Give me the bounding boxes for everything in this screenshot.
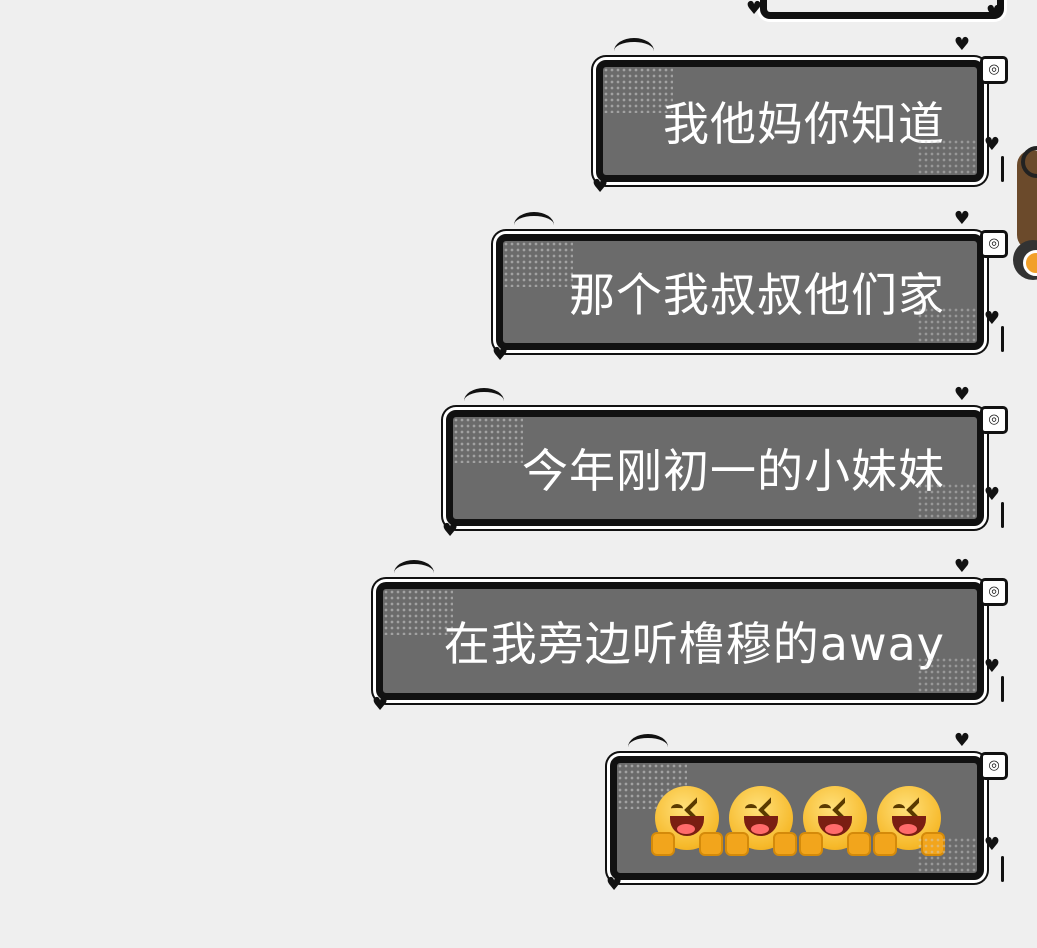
heart-icon: ♥ — [372, 694, 389, 715]
message-text: 我他妈你知道 — [663, 97, 945, 151]
bubble-body: 我他妈你知道 — [596, 60, 984, 182]
reaction-badge-icon[interactable]: ◎ — [980, 406, 1008, 434]
avatar-glasses — [1021, 146, 1037, 178]
heart-icon: ♥ — [953, 730, 970, 751]
message-bubble[interactable]: 我他妈你知道 ♥ ♥ ♥ ◎ — [592, 36, 1008, 196]
bubble-decoration-arc — [464, 388, 504, 414]
winking-face-tongue-icon — [799, 786, 871, 856]
bubble-body: 那个我叔叔他们家 — [496, 234, 984, 350]
message-bubble[interactable]: 今年刚初一的小妹妹 ♥ ♥ ♥ ◎ — [442, 386, 1008, 540]
heart-icon: ♥ — [983, 656, 1000, 677]
heart-icon: ♥ — [953, 556, 970, 577]
previous-message-bubble-fragment[interactable] — [760, 0, 1004, 19]
heart-icon: ♥ — [492, 344, 509, 365]
winking-face-tongue-icon — [651, 786, 723, 856]
bubble-decoration-tick — [1001, 676, 1004, 702]
heart-icon: ♥ — [442, 520, 459, 541]
sender-avatar[interactable] — [997, 110, 1037, 290]
reaction-badge-icon[interactable]: ◎ — [980, 56, 1008, 84]
heart-icon: ♥ — [983, 484, 1000, 505]
bubble-body — [610, 756, 984, 880]
reaction-badge-icon[interactable]: ◎ — [980, 578, 1008, 606]
bubble-decoration-tick — [1001, 326, 1004, 352]
bubble-decoration-arc — [628, 734, 668, 760]
bubble-decoration-tick — [1001, 502, 1004, 528]
bubble-decoration-arc — [614, 38, 654, 64]
heart-icon: ♥ — [746, 0, 763, 19]
winking-face-tongue-icon — [725, 786, 797, 856]
bubble-decoration-tick — [1001, 856, 1004, 882]
winking-face-tongue-icon — [873, 786, 945, 856]
bubble-decoration-arc — [514, 212, 554, 238]
message-text: 今年刚初一的小妹妹 — [522, 444, 945, 498]
heart-icon: ♥ — [983, 134, 1000, 155]
message-bubble[interactable]: 那个我叔叔他们家 ♥ ♥ ♥ ◎ — [492, 210, 1008, 364]
heart-icon: ♥ — [986, 2, 1003, 23]
reaction-badge-icon[interactable]: ◎ — [980, 230, 1008, 258]
bubble-body: 今年刚初一的小妹妹 — [446, 410, 984, 526]
heart-icon: ♥ — [592, 176, 609, 197]
heart-icon: ♥ — [953, 34, 970, 55]
bubble-decoration-arc — [394, 560, 434, 586]
message-text: 在我旁边听橹穆的away — [443, 617, 945, 671]
bubble-body: 在我旁边听橹穆的away — [376, 582, 984, 700]
heart-icon: ♥ — [606, 874, 623, 895]
message-text: 那个我叔叔他们家 — [569, 268, 945, 322]
message-bubble[interactable]: ♥ ♥ ♥ ◎ — [606, 732, 1008, 894]
reaction-badge-icon[interactable]: ◎ — [980, 752, 1008, 780]
heart-icon: ♥ — [983, 834, 1000, 855]
message-bubble[interactable]: 在我旁边听橹穆的away ♥ ♥ ♥ ◎ — [372, 558, 1008, 714]
fried-egg-icon — [1013, 240, 1037, 280]
heart-icon: ♥ — [953, 208, 970, 229]
bubble-decoration-tick — [1001, 156, 1004, 182]
emoji-row — [651, 763, 945, 873]
heart-icon: ♥ — [953, 384, 970, 405]
heart-icon: ♥ — [983, 308, 1000, 329]
